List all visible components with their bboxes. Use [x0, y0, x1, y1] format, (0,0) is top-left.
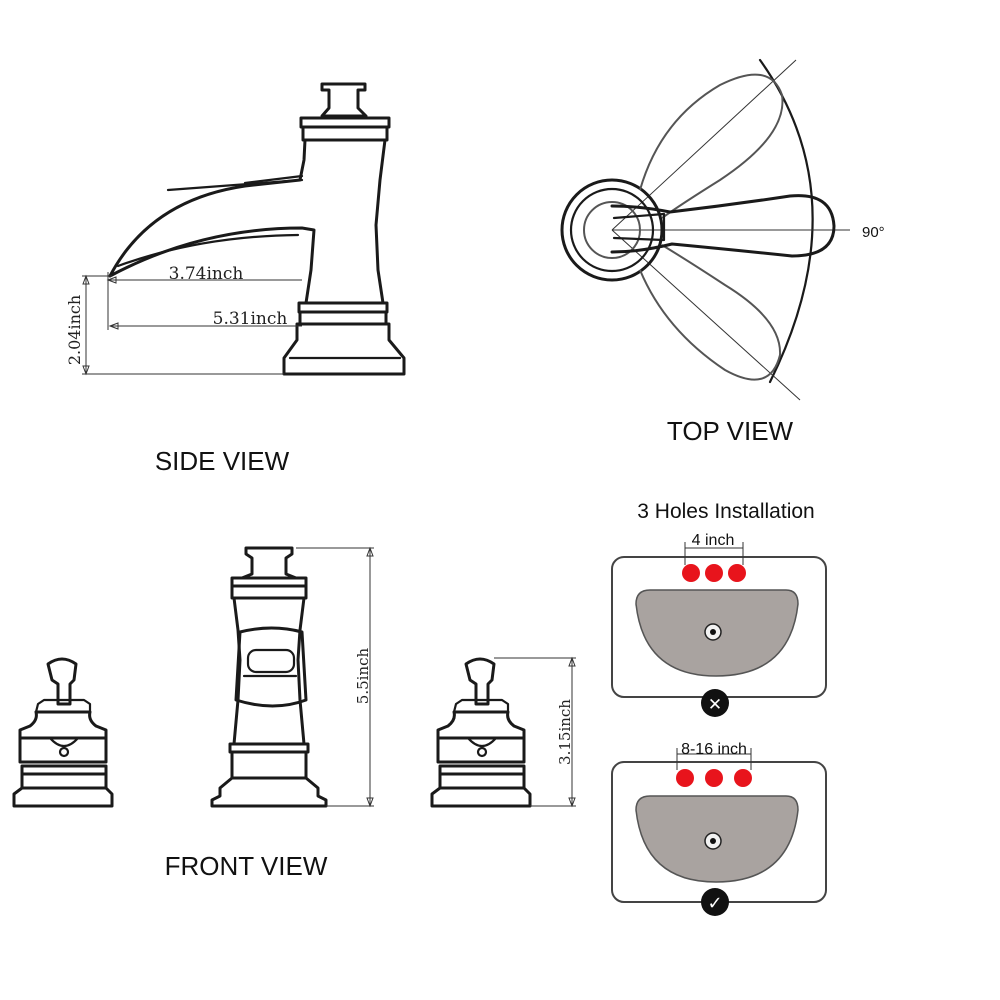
- hole-left-wrong: [682, 564, 700, 582]
- hole-right-wrong: [728, 564, 746, 582]
- hole-right-right: [734, 769, 752, 787]
- front-view-left-handle: [12, 657, 114, 808]
- right-spacing-label: 8-16 inch: [681, 741, 747, 758]
- right-mark-icon: [701, 888, 729, 916]
- front-view-spout: [210, 546, 328, 808]
- dim-spout-total-height: 5.5inch: [354, 647, 372, 704]
- installation-title: 3 Holes Installation: [637, 500, 814, 523]
- dim-spout-height: 2.04inch: [65, 295, 84, 365]
- top-view-title: TOP VIEW: [667, 416, 794, 446]
- wrong-mark-icon: [701, 689, 729, 717]
- front-view-right-handle: [430, 657, 532, 808]
- sink-right: [611, 748, 827, 916]
- front-view-dimensions: [296, 546, 576, 808]
- top-view-faucet: [560, 58, 850, 401]
- front-view-title: FRONT VIEW: [165, 851, 328, 881]
- rotation-angle: 90°: [862, 224, 885, 241]
- sink-wrong: [611, 542, 827, 717]
- side-view-faucet: [108, 82, 406, 376]
- side-view-dimensions: [82, 272, 302, 376]
- hole-center-wrong: [705, 564, 723, 582]
- dim-overall-reach: 5.31inch: [213, 309, 288, 329]
- hole-center-right: [705, 769, 723, 787]
- dim-spout-reach: 3.74inch: [169, 264, 244, 284]
- side-view-title: SIDE VIEW: [155, 446, 290, 476]
- wrong-spacing-label: 4 inch: [692, 532, 735, 549]
- wrong-mark-glyph: ✕: [708, 695, 722, 715]
- dim-handle-height: 3.15inch: [556, 699, 574, 765]
- right-mark-glyph: ✓: [707, 893, 722, 914]
- hole-left-right: [676, 769, 694, 787]
